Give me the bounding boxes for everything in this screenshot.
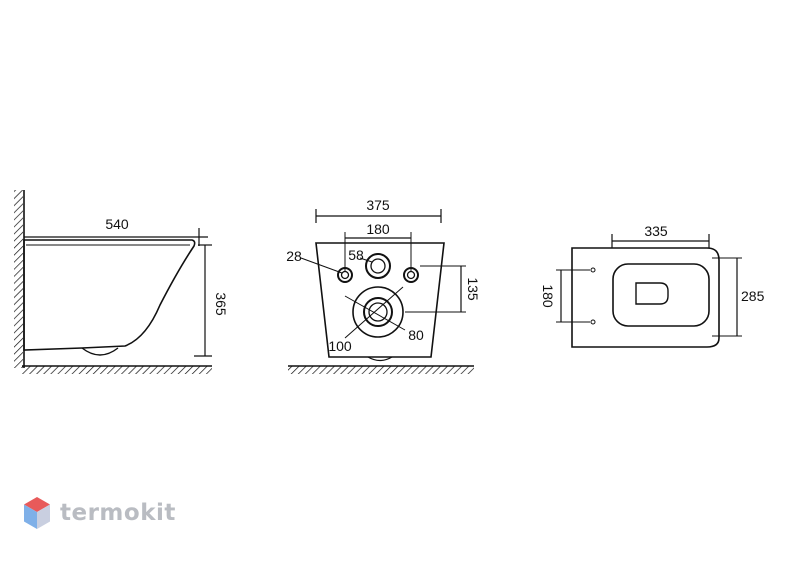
leader-58 [359, 257, 373, 263]
bolt-hole-left-outer [337, 267, 353, 283]
termokit-logo: termokit [22, 496, 176, 530]
logo-text: termokit [60, 500, 176, 526]
bolt-hole-right-inner [406, 270, 416, 280]
front-width-label: 375 [366, 197, 390, 213]
hexagon-logo-icon [24, 497, 50, 529]
front-body-outline [315, 242, 445, 358]
top-mount-hole-upper [590, 267, 596, 273]
leader-28 [300, 257, 343, 274]
top-bowl-opening [635, 282, 669, 305]
outlet-middle [363, 297, 393, 327]
side-floor-hatch [22, 366, 212, 374]
bolt-spacing-label: 180 [366, 221, 390, 237]
top-bowl-rim [612, 263, 710, 327]
side-width-label: 540 [105, 216, 129, 232]
top-view: 335 285 180 [540, 223, 765, 348]
front-floor-hatch [288, 366, 474, 374]
top-width-label: 285 [741, 288, 765, 304]
top-length-label: 335 [644, 223, 668, 239]
side-bowl-outline [23, 239, 196, 351]
bolt-hole-label: 28 [286, 248, 302, 264]
water-inlet-outer [365, 253, 391, 279]
water-inlet-label: 58 [348, 247, 364, 263]
outlet-outer [352, 286, 404, 338]
bolt-hole-right-outer [403, 267, 419, 283]
front-view: 375 180 28 58 100 80 135 [286, 197, 481, 374]
outlet-inner-label: 80 [408, 327, 424, 343]
side-foot [81, 347, 119, 356]
top-outline [571, 247, 720, 348]
wall-hatch [14, 190, 23, 368]
side-view: 540 365 [14, 190, 229, 374]
leader-80 [344, 295, 406, 331]
front-foot [367, 356, 393, 362]
side-height-label: 365 [213, 292, 229, 316]
outlet-inner [368, 302, 388, 322]
top-mount-spacing-label: 180 [540, 284, 556, 308]
bolt-hole-left-inner [340, 270, 350, 280]
outlet-outer-label: 100 [328, 338, 352, 354]
inlet-height-label: 135 [465, 277, 481, 301]
top-mount-hole-lower [590, 319, 596, 325]
water-inlet-inner [370, 258, 386, 274]
